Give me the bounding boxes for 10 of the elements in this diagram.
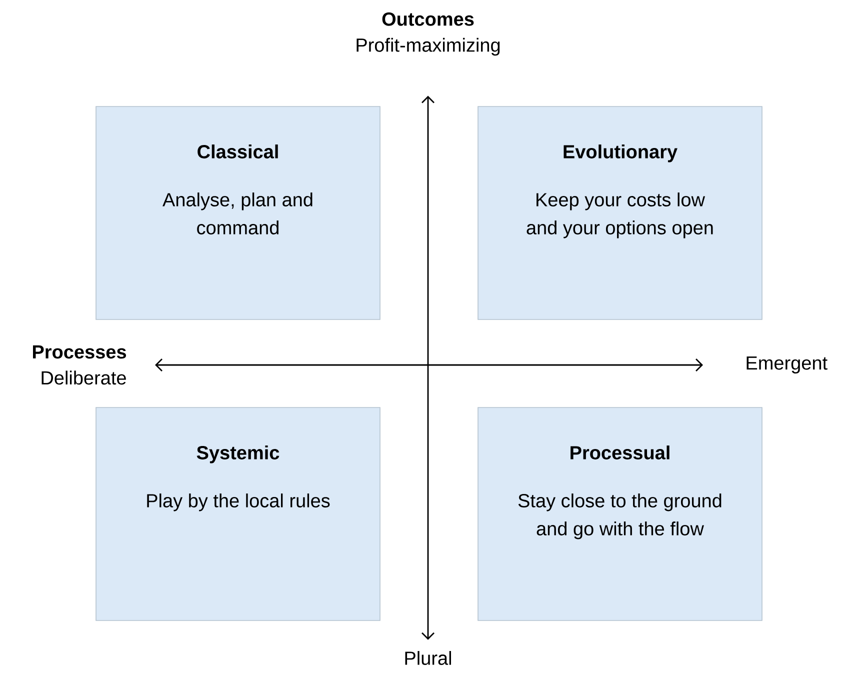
quadrant-box: Processual Stay close to the ground and go with the flow — [478, 407, 762, 621]
axis-label: Plural — [405, 651, 452, 665]
axis-arrow — [422, 96, 434, 640]
axis-arrow — [155, 358, 703, 372]
quadrant-box: Systemic Play by the local rules — [96, 407, 380, 621]
axis-label: Processes Deliberate — [33, 345, 126, 385]
quadrant-box: Evolutionary Keep your costs low and your options open — [478, 106, 762, 320]
axis-label: Outcomes Profit-maximizing — [356, 12, 500, 56]
quadrant-box: Classical Analyse, plan and command — [96, 106, 380, 320]
axis-label: Emergent — [746, 356, 828, 374]
